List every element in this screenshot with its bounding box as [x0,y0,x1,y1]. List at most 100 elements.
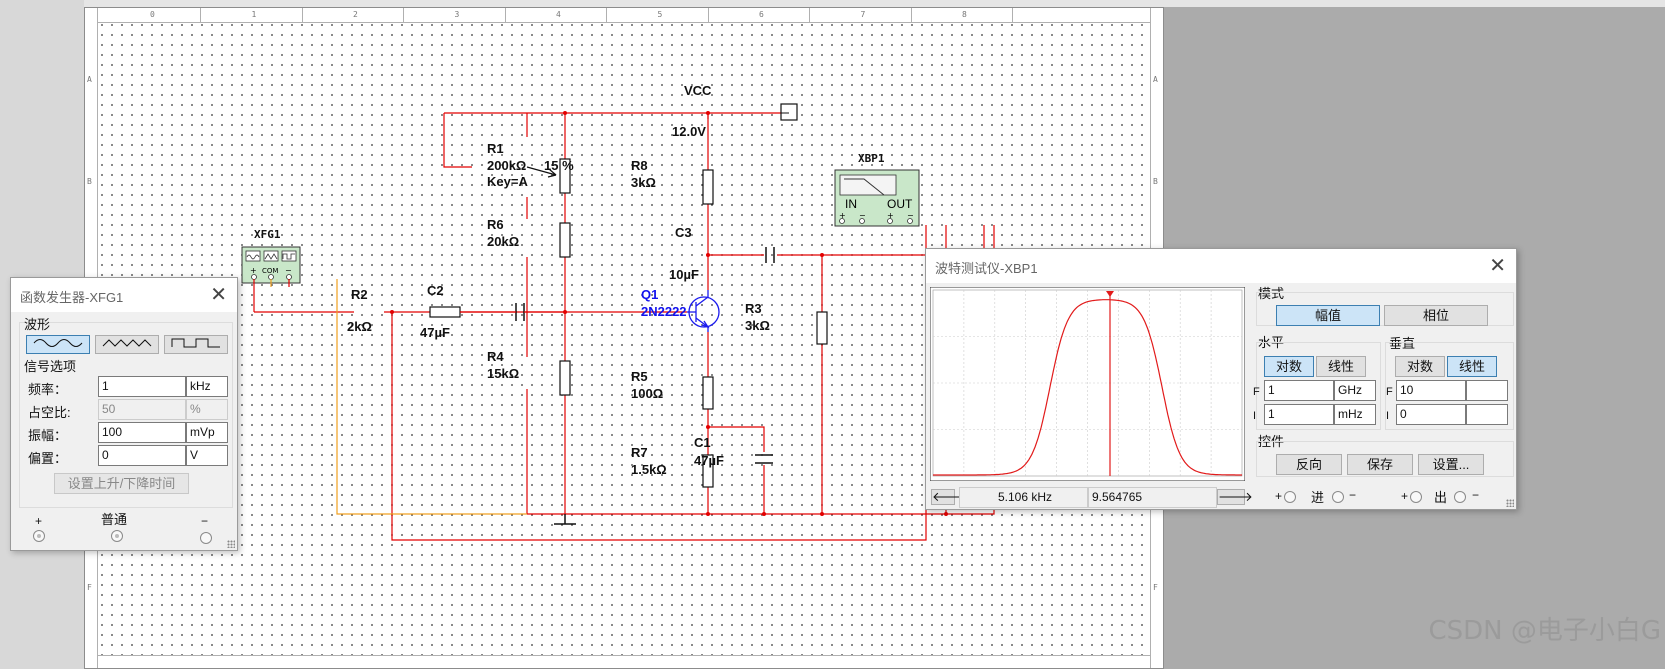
common-terminal-radio[interactable] [111,530,123,542]
ruler-divider [707,7,709,23]
c1-name: C1 [694,435,711,450]
triangle-wave-icon [102,339,152,347]
vertical-log-button[interactable]: 对数 [1395,356,1445,377]
duty-unit: % [186,399,228,420]
horizontal-group [1256,342,1381,430]
minus-terminal-label: − [201,514,209,528]
ruler-col-label: 5 [657,10,663,19]
reverse-button[interactable]: 反向 [1276,454,1342,475]
vcc-label: VCC [684,83,712,98]
in-label: 进 [1311,490,1325,505]
h-initial-unit-select[interactable]: mHz [1334,404,1376,425]
circuit-diagram: VCC 12.0V R1 200kΩ 15 % Key=A R6 20kΩ R4… [241,83,995,541]
r7-name: R7 [631,445,648,460]
arrow-left-icon: 🡐 [932,489,967,504]
ruler-row-label: F [87,582,92,592]
minus-terminal-radio[interactable] [200,532,212,544]
in-plus-label: + [1275,489,1283,503]
in-plus-radio[interactable] [1284,491,1296,503]
bode-plot-display[interactable] [930,287,1245,481]
close-icon[interactable]: ✕ [210,284,227,306]
duty-label: 占空比: [28,405,71,420]
out-plus-radio[interactable] [1410,491,1422,503]
v-final-label: F [1386,386,1393,398]
ruler-divider [200,7,201,23]
xfg1-name: XFG1 [254,228,281,241]
horizontal-log-button[interactable]: 对数 [1264,356,1314,377]
xbp1-in: IN [845,197,857,211]
vertical-group [1385,342,1514,430]
function-generator-title: 函数发生器-XFG1 [20,290,124,305]
resize-grip[interactable] [227,540,235,548]
xbp1-name: XBP1 [858,152,885,165]
v-initial-input[interactable]: 0 [1396,404,1466,425]
frequency-input[interactable]: 1 [98,376,186,397]
h-initial-input[interactable]: 1 [1264,404,1334,425]
waveform-group [19,322,233,508]
h-final-input[interactable]: 1 [1264,380,1334,401]
xfg1-com: COM [262,267,278,275]
sine-wave-button[interactable] [26,335,90,354]
mode-label: 模式 [1258,286,1285,301]
plus-terminal-radio[interactable] [33,530,45,542]
ruler-col-label: 1 [251,10,257,19]
r1-key: Key=A [487,174,528,189]
cursor-left-button[interactable]: 🡐 [931,489,967,505]
settings-button[interactable]: 设置... [1418,454,1484,475]
r6-value: 20kΩ [487,234,519,249]
amplitude-input[interactable]: 100 [98,422,186,443]
vertical-label: 垂直 [1389,336,1416,351]
amplitude-unit-select[interactable]: mVp [186,422,228,443]
bode-plotter-window[interactable]: 波特测试仪-XBP1 ✕ 🡐 5.106 kHz 9.564765 🡒 模式 幅… [925,248,1517,510]
triangle-wave-button[interactable] [95,335,159,354]
out-minus-radio[interactable] [1454,491,1466,503]
close-icon[interactable]: ✕ [1489,255,1506,277]
q1-name: Q1 [641,287,658,302]
vertical-linear-button[interactable]: 线性 [1447,356,1497,377]
offset-unit-select[interactable]: V [186,445,228,466]
r8-name: R8 [631,158,648,173]
cursor-right-button[interactable]: 🡒 [1217,489,1253,505]
bode-plotter-titlebar[interactable]: 波特测试仪-XBP1 ✕ [926,249,1516,283]
function-generator-titlebar[interactable]: 函数发生器-XFG1 ✕ [11,278,237,312]
out-label: 出 [1434,490,1448,505]
ruler-row-label: A [87,75,92,84]
v-initial-unit-select[interactable] [1466,404,1508,425]
sine-wave-icon [33,339,83,347]
v-final-unit-select[interactable] [1466,380,1508,401]
controls-group [1256,441,1514,477]
xbp1-out-plus: + [887,211,894,220]
save-button[interactable]: 保存 [1347,454,1413,475]
phase-button[interactable]: 相位 [1384,305,1488,326]
offset-label: 偏置： [28,451,68,466]
magnitude-button[interactable]: 幅值 [1276,305,1380,326]
function-generator-window[interactable]: 函数发生器-XFG1 ✕ 波形 信号选项 频率： 1 kHz 占空比: 50 %… [10,277,238,551]
c1-value: 47µF [694,453,724,468]
resize-grip[interactable] [1506,499,1514,507]
ruler-row-label: F [1153,582,1158,592]
r5-value: 100Ω [631,386,663,401]
offset-input[interactable]: 0 [98,445,186,466]
rise-fall-time-button: 设置上升/下降时间 [54,473,189,494]
ruler-divider [504,7,506,23]
watermark: CSDN @电子小白G [1428,616,1661,646]
ruler-row-label: A [1153,75,1158,84]
q1-value: 2N2222 [641,304,687,319]
r5-name: R5 [631,369,648,384]
ruler-divider [1012,7,1013,23]
in-minus-radio[interactable] [1332,491,1344,503]
xbp1-in-plus: + [839,211,846,220]
r1-name: R1 [487,141,504,156]
r2-name: R2 [351,287,368,302]
h-final-unit-select[interactable]: GHz [1334,380,1376,401]
r7-value: 1.5kΩ [631,462,667,477]
ruler-row-label: B [1153,176,1158,186]
r4-name: R4 [487,349,504,364]
square-wave-icon [171,338,220,348]
r3-name: R3 [745,301,762,316]
frequency-unit-select[interactable]: kHz [186,376,228,397]
square-wave-button[interactable] [164,335,228,354]
ruler-row-label: B [87,176,92,186]
horizontal-linear-button[interactable]: 线性 [1316,356,1366,377]
v-final-input[interactable]: 10 [1396,380,1466,401]
